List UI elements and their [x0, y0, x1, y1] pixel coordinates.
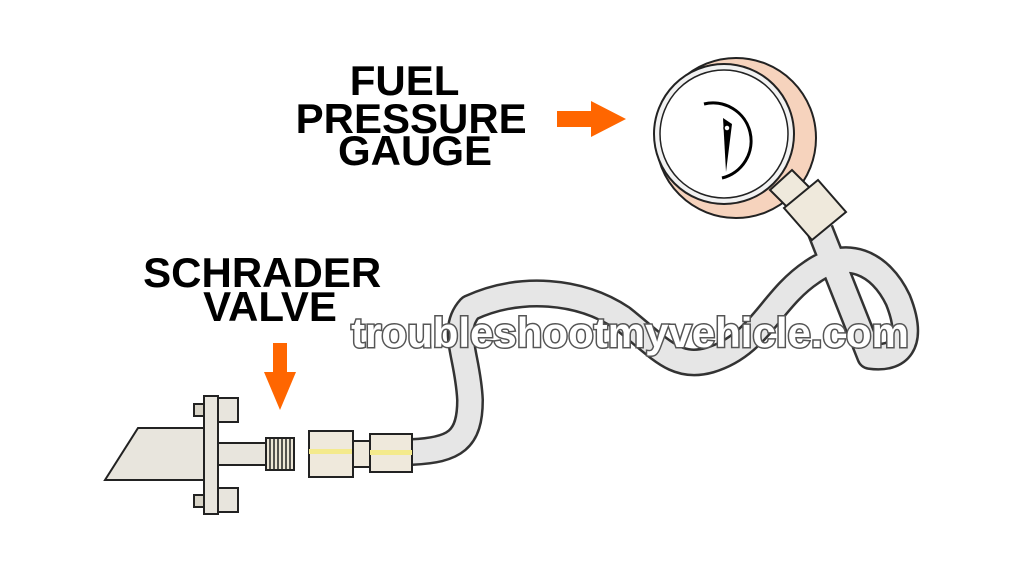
gauge-label-line-3: GAUGE: [338, 127, 492, 174]
fuel-rail: [103, 427, 215, 481]
gauge-label: FUEL PRESSURE GAUGE: [296, 57, 539, 174]
valve-stem: [217, 442, 267, 466]
gauge-scale-arc: [703, 101, 753, 180]
gauge-label-line-2: PRESSURE: [296, 95, 527, 142]
gauge-label-line-1: FUEL: [350, 57, 459, 104]
gauge-fitting-nut: [782, 178, 848, 242]
bolt-head-top: [193, 403, 205, 417]
gauge-needle: [723, 118, 732, 172]
bolt-head-bottom: [193, 494, 205, 508]
flange-ear-bottom: [217, 487, 239, 513]
schrader-valve-icon: [103, 395, 295, 515]
hose-coupler: [308, 430, 413, 478]
arrow-down-icon: [264, 343, 296, 410]
pressure-gauge-icon: [653, 57, 848, 242]
valve-flange: [203, 395, 219, 515]
coupler-neck: [352, 440, 371, 468]
valve-label-line-2: VALVE: [203, 283, 337, 330]
valve-label-line-1: SCHRADER: [143, 249, 381, 296]
flange-ear-top: [217, 397, 239, 423]
hose: [411, 224, 920, 466]
arrow-right-icon: [557, 101, 626, 137]
watermark-text: troubleshootmyvehicle.com: [351, 309, 909, 356]
valve-label: SCHRADER VALVE: [143, 249, 393, 330]
